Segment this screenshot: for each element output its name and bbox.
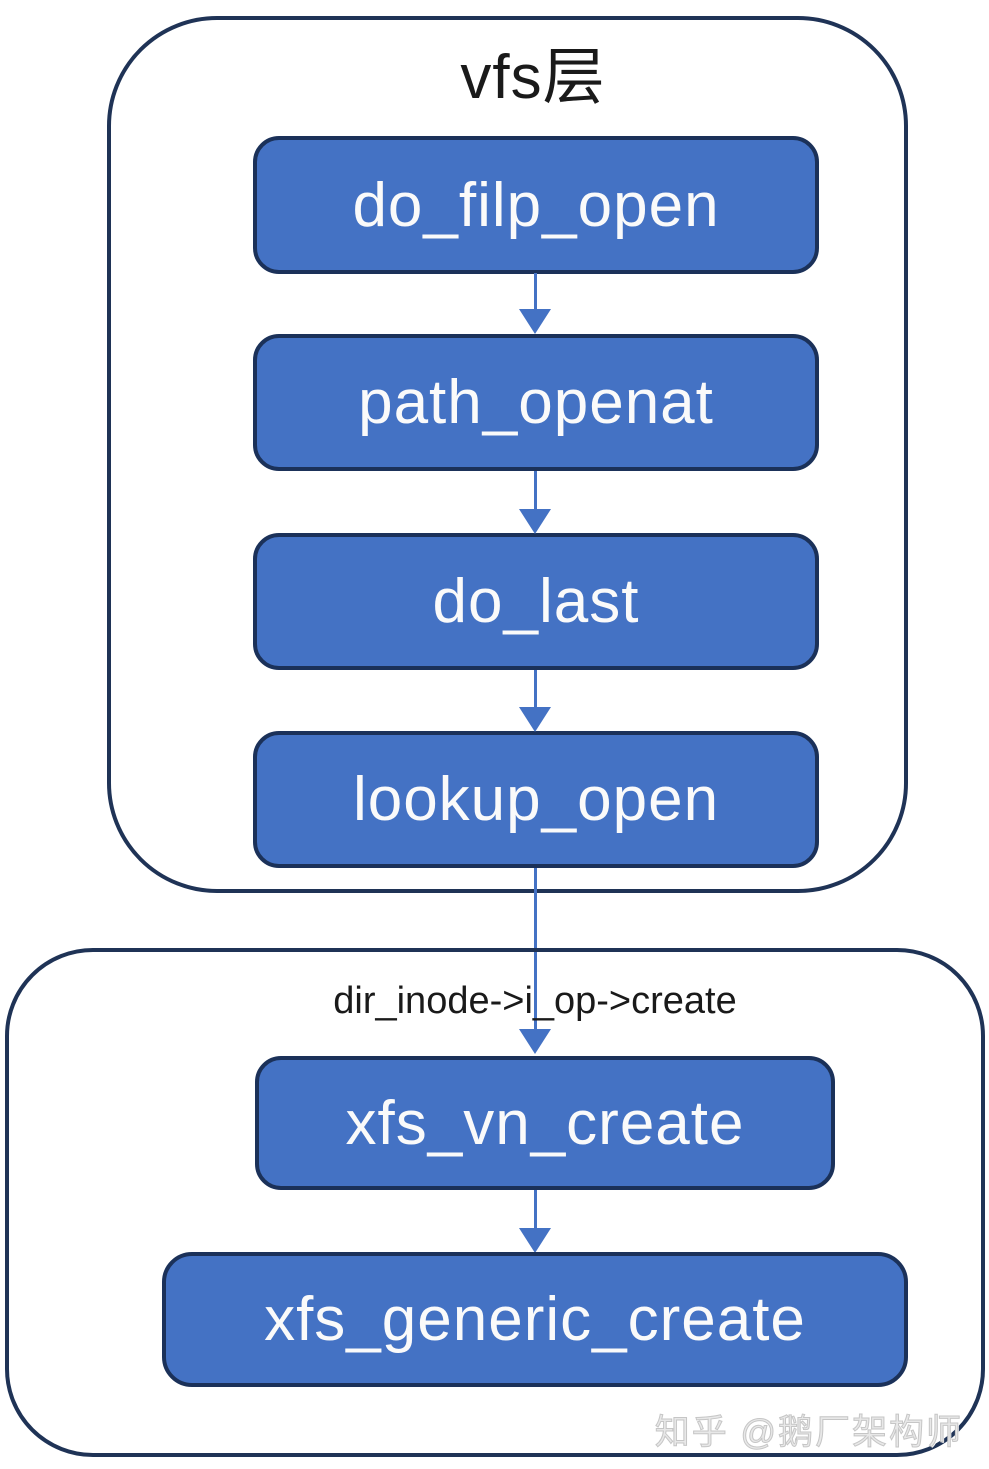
arrow-head-icon [519,707,551,732]
watermark: 知乎 @鹅厂架构师 [654,1413,963,1453]
node-label: do_last [432,567,640,636]
node-path-openat: path_openat [253,334,819,471]
node-do-last: do_last [253,533,819,670]
arrow-head-icon [519,509,551,534]
arrow-head-icon [519,1029,551,1054]
node-label: lookup_open [352,765,720,834]
arrow-line [534,670,537,708]
edge-label-dir-inode-i-op-create: dir_inode->i_op->create [333,980,737,1022]
arrow-head-icon [519,309,551,334]
node-label: do_filp_open [352,170,720,240]
arrow-line [534,1190,537,1229]
node-label: xfs_generic_create [264,1285,806,1354]
node-label: xfs_vn_create [345,1088,745,1158]
arrow-line [534,471,537,510]
node-xfs-vn-create: xfs_vn_create [255,1056,835,1190]
node-label: path_openat [358,368,714,437]
arrow-line [534,273,537,311]
vfs-layer-container [107,16,908,893]
xfs-layer-container [5,948,985,1457]
vfs-layer-title: vfs层 [460,43,606,112]
node-lookup-open: lookup_open [253,731,819,868]
node-xfs-generic-create: xfs_generic_create [162,1252,908,1387]
node-do-filp-open: do_filp_open [253,136,819,274]
arrow-head-icon [519,1228,551,1253]
